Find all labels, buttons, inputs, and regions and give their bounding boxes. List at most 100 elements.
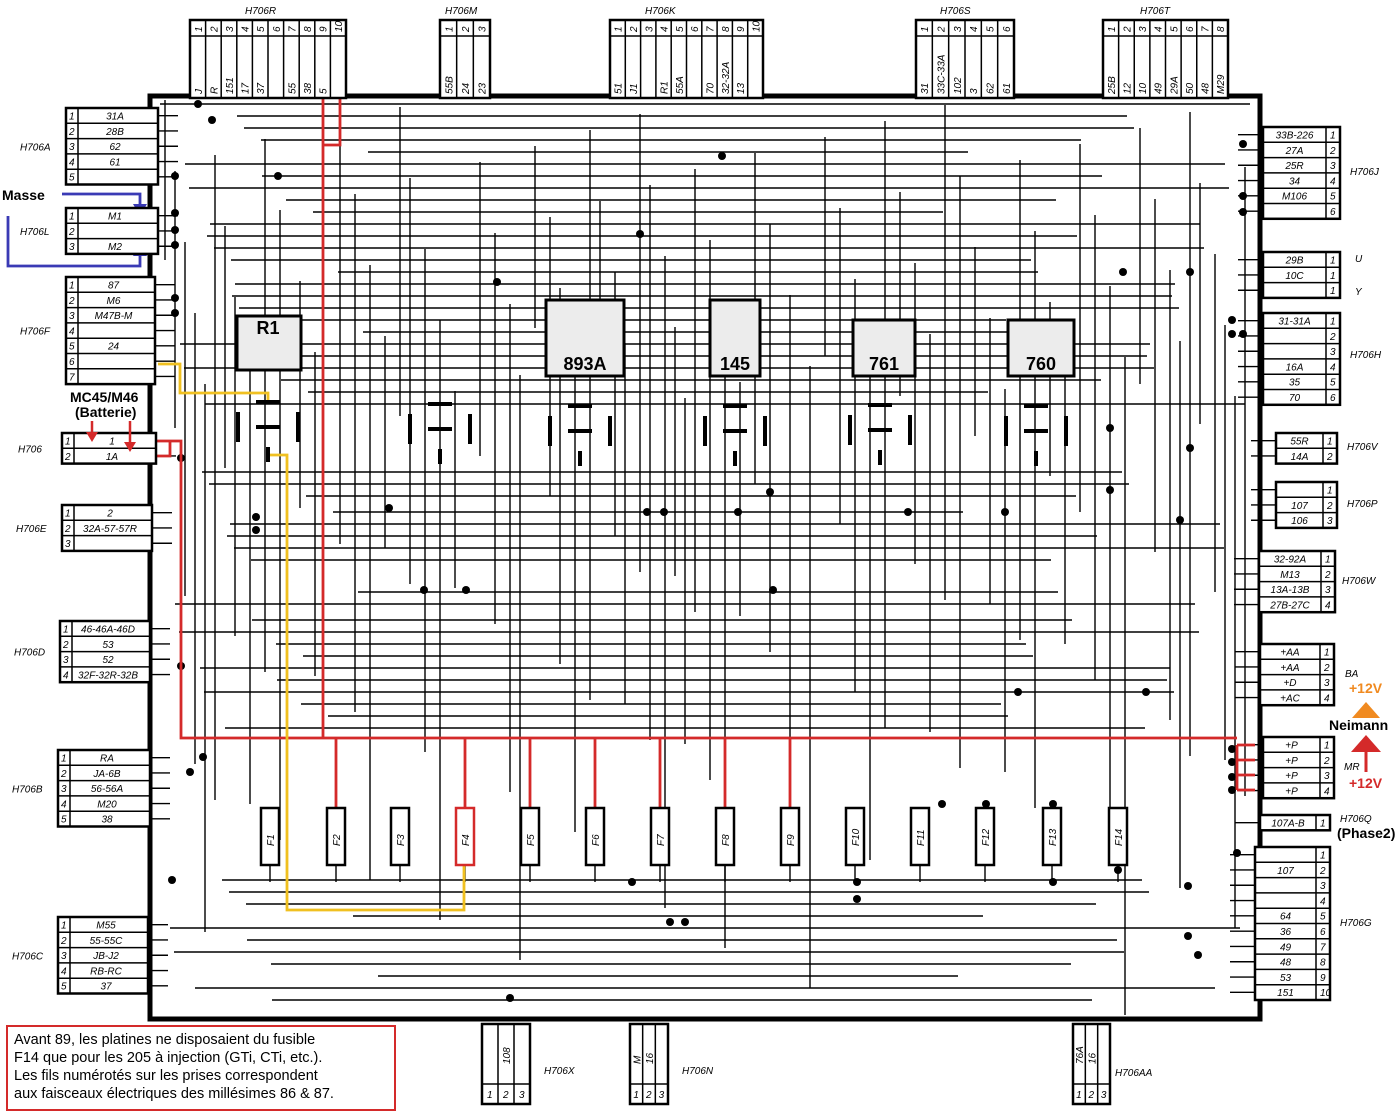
fuse-label: F6 xyxy=(591,834,602,846)
fuse-f9: F9 xyxy=(779,806,801,867)
connector-label: H706F xyxy=(20,327,51,338)
relay-761: 761 xyxy=(851,318,917,378)
junction xyxy=(208,116,216,124)
pin-number: 3 xyxy=(65,539,71,550)
wire-label: 70 xyxy=(705,82,716,94)
pin-number: 3 xyxy=(1330,347,1336,358)
junction xyxy=(1239,140,1247,148)
fuse-f11: F11 xyxy=(909,806,931,867)
wire-label: 16A xyxy=(1286,362,1304,373)
wire-label: 51 xyxy=(614,83,625,94)
fuse-body xyxy=(454,806,476,867)
junction xyxy=(982,800,990,808)
pin-number: 2 xyxy=(1323,756,1330,767)
junction xyxy=(171,209,179,217)
junction xyxy=(1239,192,1247,200)
pin-number: 1 xyxy=(61,921,67,932)
pin-number: 3 xyxy=(61,951,67,962)
wire-label: 108 xyxy=(502,1047,513,1064)
pin-number: 3 xyxy=(69,311,75,322)
wire-label: 61 xyxy=(109,157,120,168)
pin-number: 1 xyxy=(65,437,71,448)
pin-number: 2 xyxy=(1326,452,1333,463)
junction xyxy=(1106,486,1114,494)
pin-number: 3 xyxy=(1101,1090,1107,1101)
junction xyxy=(1049,800,1057,808)
pin-number: 6 xyxy=(1330,393,1336,404)
connector-label: H706C xyxy=(12,951,44,962)
connector-body xyxy=(1274,480,1339,530)
fuse-f14: F14 xyxy=(1107,806,1129,867)
annotations: MasseMC45/M46(Batterie)+12VNeimann+12V(P… xyxy=(2,187,1395,841)
wire-label: M2 xyxy=(108,242,122,253)
junction xyxy=(1106,424,1114,432)
junction xyxy=(171,309,179,317)
pin-number: 2 xyxy=(1122,26,1133,33)
connector-label: H706B xyxy=(12,784,43,795)
connector-body xyxy=(64,275,157,386)
fuse-label: F1 xyxy=(266,834,277,846)
wire-label: 55 xyxy=(287,82,298,94)
wire-label: R xyxy=(209,87,220,94)
wire-label: 55R xyxy=(1290,437,1308,448)
junction xyxy=(186,768,194,776)
pin-number: 1 xyxy=(69,281,75,292)
fuse-label: F12 xyxy=(981,828,992,846)
pin-number: 1 xyxy=(194,26,205,32)
connector-label: H706A xyxy=(20,142,51,153)
wire-label: M29 xyxy=(1216,74,1227,94)
wire-label: M20 xyxy=(97,799,117,810)
wire-label: 28B xyxy=(105,127,124,138)
connector-label: H706E xyxy=(16,524,47,535)
pin-number: 1 xyxy=(614,26,625,32)
pin-number: 4 xyxy=(63,670,69,681)
pin-number: 6 xyxy=(1330,207,1336,218)
connector-label: H706Q xyxy=(1340,814,1372,825)
wire-label: 13A-13B xyxy=(1271,585,1310,596)
pin-number: 1 xyxy=(1320,819,1326,830)
connector-label: MR xyxy=(1344,762,1360,773)
pin-number: 3 xyxy=(519,1090,525,1101)
wire-label: 49 xyxy=(1280,942,1292,953)
fuse-label: F8 xyxy=(721,834,732,846)
pin-number: 3 xyxy=(61,784,67,795)
relay-893a: 893A xyxy=(544,298,626,378)
pin-number: 5 xyxy=(1320,912,1326,923)
pin-number: 5 xyxy=(61,815,67,826)
wire-label: 106 xyxy=(1291,516,1308,527)
pin-number: 2 xyxy=(68,227,75,238)
pin-number: 5 xyxy=(69,342,75,353)
connector-label: H706AA xyxy=(1115,1068,1153,1079)
note-line-4: aux faisceaux électriques des millésimes… xyxy=(14,1086,334,1102)
wire-label: 32A-57-57R xyxy=(83,524,137,535)
fuse-label: F4 xyxy=(461,834,472,846)
pin-number: 5 xyxy=(986,26,997,32)
junction xyxy=(506,994,514,1002)
wire-label: 55B xyxy=(444,76,455,94)
plus12v-top-label: +12V xyxy=(1349,680,1383,696)
junction xyxy=(718,152,726,160)
pin-number: 2 xyxy=(645,1090,652,1101)
connector-label: H706S xyxy=(940,6,971,17)
connector-label: H706R xyxy=(245,6,276,17)
junction xyxy=(1228,786,1236,794)
pin-number: 3 xyxy=(63,655,69,666)
wire-label: M106 xyxy=(1282,192,1307,203)
wire-label: 31A xyxy=(106,112,124,123)
highlighted-circuits xyxy=(6,96,1255,912)
junction xyxy=(1186,268,1194,276)
relay-label: 145 xyxy=(720,354,750,374)
junction xyxy=(734,508,742,516)
relay-r1: R1 xyxy=(235,314,303,372)
relay-body xyxy=(708,298,762,378)
junction xyxy=(1228,330,1236,338)
wire-label: 151 xyxy=(225,77,236,94)
wire-label: 61 xyxy=(1002,83,1013,94)
